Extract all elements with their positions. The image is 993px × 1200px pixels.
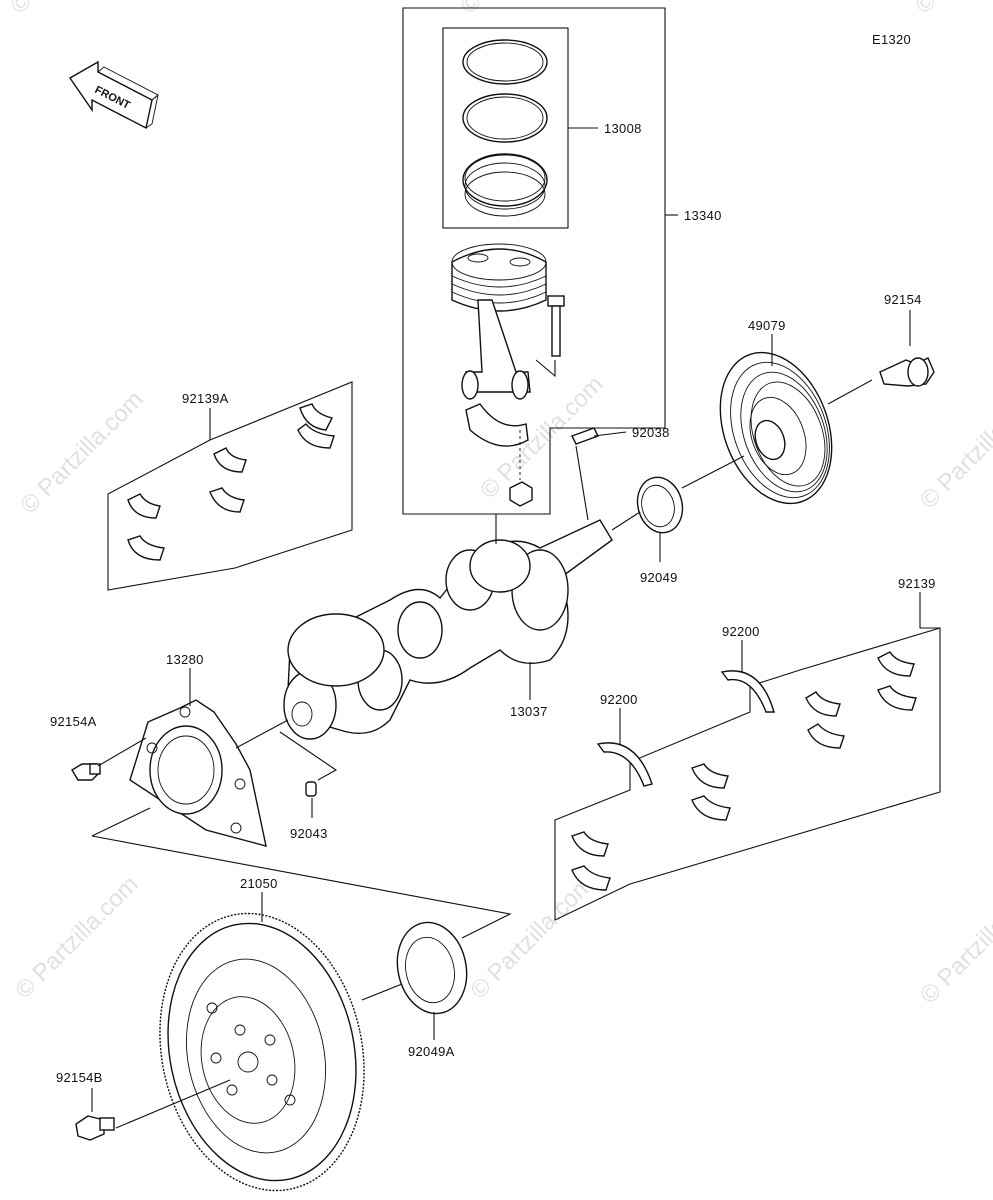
callout-13280[interactable]: 13280 [166,652,204,667]
callout-92139[interactable]: 92139 [898,576,936,591]
watermark: © Partzilla.com [910,0,993,19]
watermark: © Partzilla.com [915,876,993,1009]
bearing-set-92139A [107,381,353,591]
callout-92200-lower[interactable]: 92200 [600,692,638,707]
callout-21050[interactable]: 21050 [240,876,278,891]
diagram-code: E1320 [872,32,911,47]
watermark: © Partzilla.com [455,0,588,19]
callout-92139A[interactable]: 92139A [182,391,229,406]
bolt-92154B [75,1115,115,1141]
bolt-92154A [71,763,101,781]
callout-92154A[interactable]: 92154A [50,714,97,729]
oil-seal-92049 [636,476,684,534]
callout-13008[interactable]: 13008 [604,121,642,136]
bolt-92154 [879,357,935,387]
leader-lines [91,127,940,1129]
seal-housing [129,699,267,847]
callout-92200-upper[interactable]: 92200 [722,624,760,639]
callout-13340[interactable]: 13340 [684,208,722,223]
watermark: © Partzilla.com [10,871,143,1004]
callout-49079[interactable]: 49079 [748,318,786,333]
oil-seal-92049A [396,921,468,1015]
callout-13037[interactable]: 13037 [510,704,548,719]
callout-92043[interactable]: 92043 [290,826,328,841]
piston-assembly-group [402,7,666,515]
watermark: © Partzilla.com [5,0,138,19]
callout-92154B[interactable]: 92154B [56,1070,103,1085]
dowel-pin-92043 [305,781,317,797]
callout-92049[interactable]: 92049 [640,570,678,585]
thrust-washer-b [596,742,653,787]
crankshaft [283,519,613,740]
watermark: © Partzilla.com [915,381,993,514]
watermark: © Partzilla.com [465,871,598,1004]
crankshaft-pulley [719,351,833,505]
bearing-set-92139 [554,627,941,921]
callout-92038[interactable]: 92038 [632,425,670,440]
callout-92154[interactable]: 92154 [884,292,922,307]
flywheel [159,912,365,1192]
front-arrow-icon: FRONT [68,60,159,130]
thrust-washer-a [720,670,775,713]
callout-labels: 13008 13340 92154 49079 92139A 92038 920… [50,121,936,1085]
callout-92049A[interactable]: 92049A [408,1044,455,1059]
